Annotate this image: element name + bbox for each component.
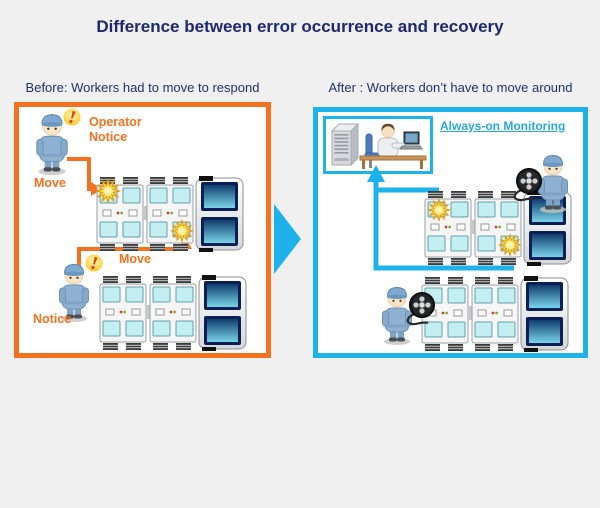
worker-icon [382,286,412,346]
after-panel: Always-on Monitoring [313,107,588,358]
error-starburst-icon [170,219,194,243]
move-label-top: Move [34,176,66,190]
move-label-bottom: Move [119,252,151,266]
machine-line-icon [425,190,571,266]
before-to-after-arrow-icon [274,204,301,274]
machine-line-icon [422,276,568,352]
alert-exclamation-icon [84,253,104,273]
alert-exclamation-icon [62,107,82,127]
error-starburst-icon [427,198,451,222]
operator-at-desk-icon [359,123,427,170]
operator-notice-label: Operator Notice [89,115,142,144]
cable-reel-icon [406,291,436,326]
worker-icon [538,154,568,214]
page-title: Difference between error occurrence and … [96,17,504,36]
machine-line-icon [97,176,243,252]
flow-arrow-icon [367,165,514,271]
after-panel-heading: After : Workers don’t have to move aroun… [328,80,573,95]
worker-icon [36,113,68,176]
before-panel-heading: Before: Workers had to move to respond [25,80,260,95]
server-tower-icon [331,123,359,166]
error-starburst-icon [95,178,121,204]
flow-arrow-icon [67,157,102,196]
monitoring-station-box [323,116,433,174]
machine-line-icon [100,275,246,351]
notice-label: Notice [33,312,72,326]
cable-reel-icon [513,167,543,202]
always-on-monitoring-link[interactable]: Always-on Monitoring [440,119,566,133]
error-starburst-icon [498,233,522,257]
before-panel: Operator Notice Move Move Notice [14,102,271,358]
monitoring-station-illustration [331,123,427,170]
